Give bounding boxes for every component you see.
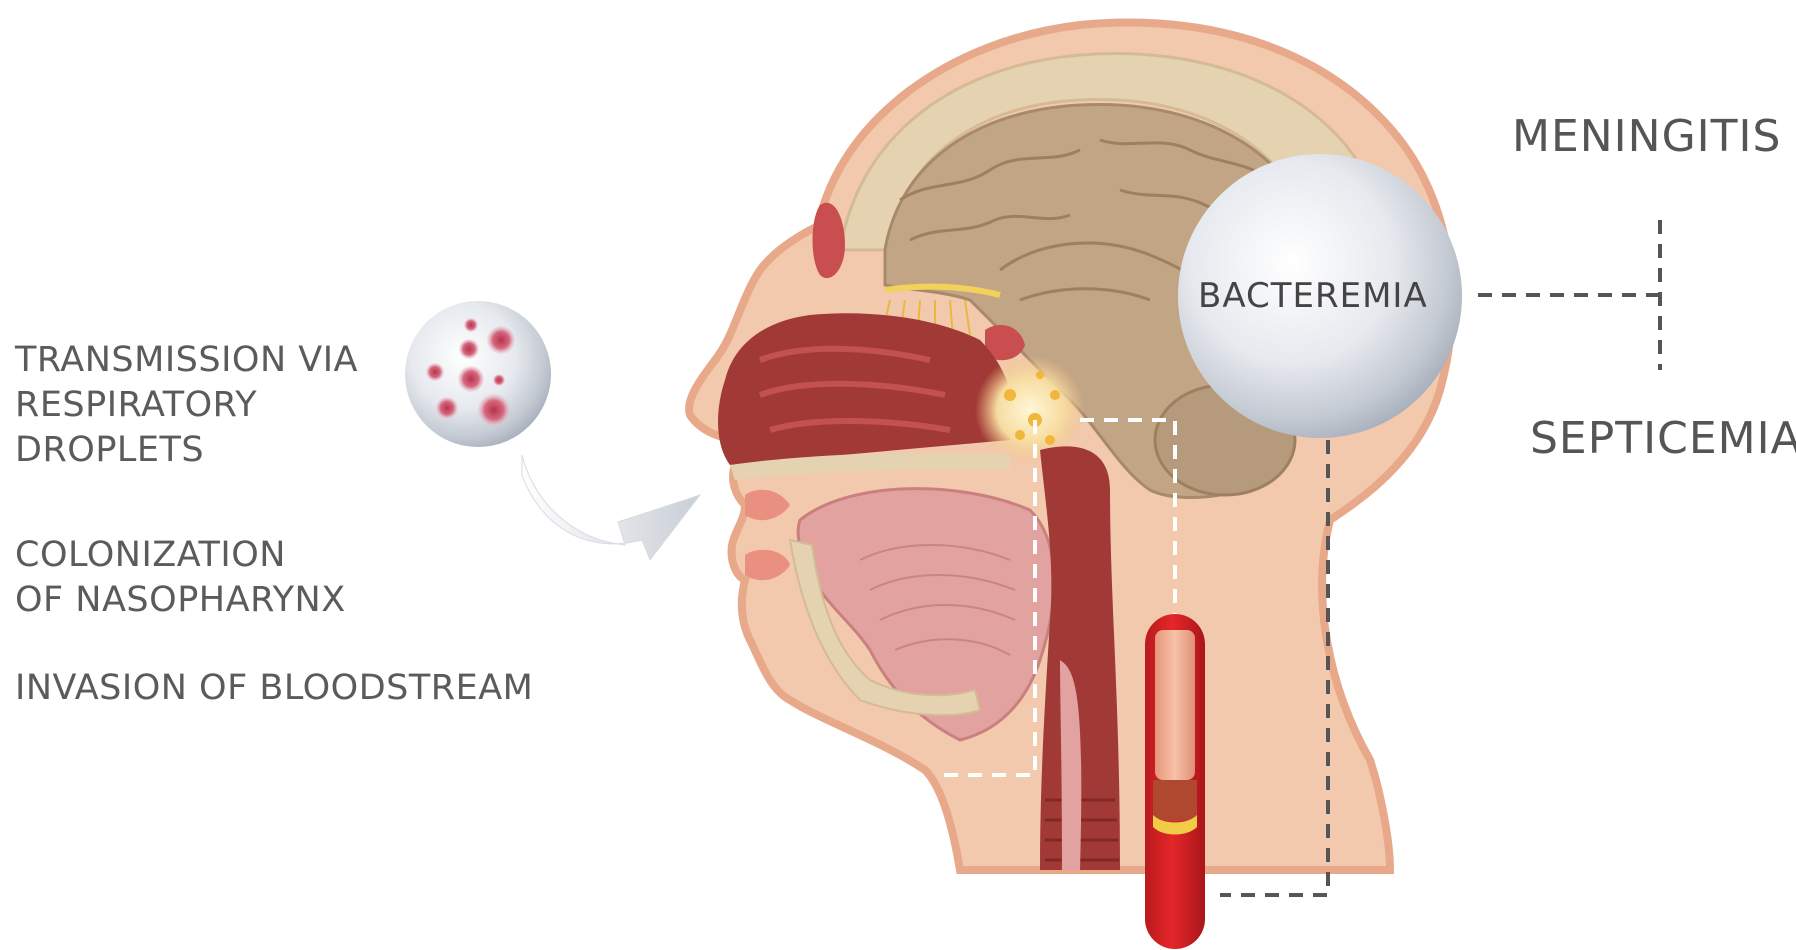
mandible	[788, 538, 982, 717]
olfactory-nerves	[884, 283, 1001, 298]
palate	[730, 453, 1010, 480]
lower-lip	[745, 549, 790, 581]
label-septicemia: SEPTICEMIA	[1530, 413, 1796, 464]
label-bacteremia: BACTEREMIA	[1198, 276, 1428, 316]
droplet-sphere-icon	[405, 301, 551, 447]
label-transmission: TRANSMISSION VIA RESPIRATORY DROPLETS	[15, 340, 358, 470]
nasopharynx-colonization	[975, 355, 1085, 465]
colonizing-bacteria	[1004, 371, 1060, 445]
tongue-muscle-lines	[859, 544, 1016, 656]
pharynx	[1040, 446, 1120, 870]
bacteremia-sphere-icon	[1178, 154, 1462, 438]
sphenoid-sinus	[985, 325, 1025, 361]
curved-arrow-icon	[521, 454, 702, 562]
label-colonization: COLONIZATION OF NASOPHARYNX	[15, 535, 346, 620]
white-dashed-connectors	[935, 418, 1177, 777]
frontal-sinus	[812, 202, 845, 279]
blood-vessel-icon	[1145, 614, 1205, 949]
head-illustration	[685, 18, 1456, 874]
nasal-turbinates	[758, 345, 951, 433]
esophagus	[1060, 660, 1082, 870]
gray-dashed-connectors	[1220, 220, 1662, 897]
label-invasion: INVASION OF BLOODSTREAM	[15, 668, 534, 708]
nasal-cavity	[718, 313, 1014, 465]
label-meningitis: MENINGITIS	[1512, 111, 1782, 162]
lips	[745, 489, 790, 521]
